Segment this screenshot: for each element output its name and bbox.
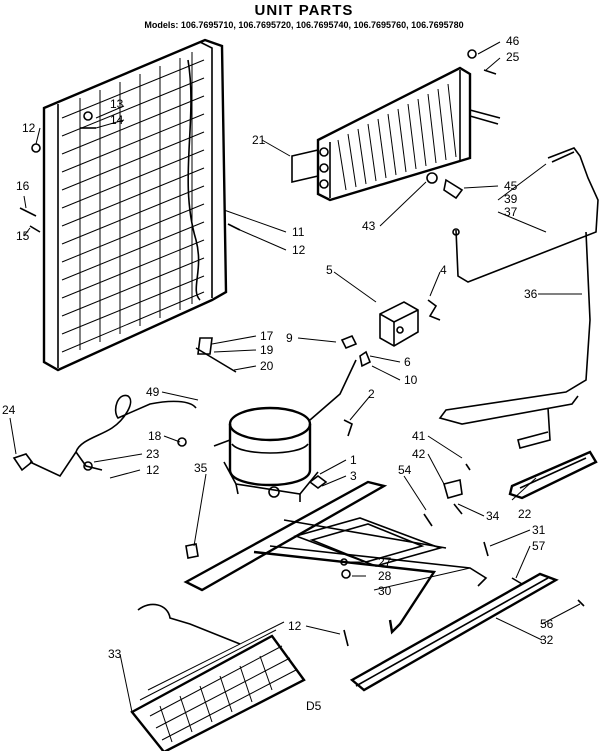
tube-part <box>452 147 599 283</box>
condenser-part <box>42 38 228 372</box>
callout-28: 28 <box>378 569 392 583</box>
callout-23: 23 <box>146 447 160 461</box>
callout-57: 57 <box>532 539 546 553</box>
callout-46: 46 <box>506 34 520 48</box>
callout-1: 1 <box>350 453 357 467</box>
callout-20: 20 <box>260 359 274 373</box>
callout-12-condenser: 12 <box>292 243 306 257</box>
callout-45: 45 <box>504 179 518 193</box>
footer-code: D5 <box>306 699 322 713</box>
bottom-coil-part <box>130 603 306 751</box>
callout-14: 14 <box>110 113 124 127</box>
callout-12-base: 12 <box>288 619 302 633</box>
callout-24: 24 <box>2 403 16 417</box>
callout-31: 31 <box>532 523 546 537</box>
callout-11: 11 <box>292 225 305 239</box>
evaporator-part <box>291 66 501 202</box>
page-title: UNIT PARTS <box>254 2 354 19</box>
callout-43: 43 <box>362 219 376 233</box>
small-hardware <box>19 49 585 647</box>
callout-42: 42 <box>412 447 426 461</box>
callout-15: 15 <box>16 229 30 243</box>
base-rail-part <box>349 572 559 692</box>
callout-labels: 46 25 13 14 12 21 16 15 11 12 45 39 37 4… <box>2 34 554 713</box>
callout-41: 41 <box>412 429 426 443</box>
callout-3: 3 <box>350 469 357 483</box>
callout-16: 16 <box>16 179 30 193</box>
callout-12-cord: 12 <box>146 463 160 477</box>
callout-49: 49 <box>146 385 160 399</box>
callout-17: 17 <box>260 329 274 343</box>
callout-33: 33 <box>108 647 122 661</box>
callout-27: 27 <box>378 555 392 569</box>
base-frame-part <box>183 480 488 635</box>
callout-13: 13 <box>110 97 124 111</box>
callout-5: 5 <box>326 263 333 277</box>
compressor-part <box>213 359 357 502</box>
leader-lines <box>9 41 582 713</box>
callout-56: 56 <box>540 617 554 631</box>
callout-6: 6 <box>404 355 411 369</box>
callout-9: 9 <box>286 331 293 345</box>
capillary-tube-part <box>438 231 591 449</box>
callout-4: 4 <box>440 263 447 277</box>
callout-37: 37 <box>504 205 518 219</box>
callout-39: 39 <box>504 192 518 206</box>
callout-25: 25 <box>506 50 520 64</box>
callout-22: 22 <box>518 507 532 521</box>
callout-35: 35 <box>194 461 208 475</box>
callout-54: 54 <box>398 463 412 477</box>
callout-21: 21 <box>252 133 266 147</box>
callout-18: 18 <box>148 429 162 443</box>
drain-pan-part <box>508 450 598 500</box>
power-cord-part <box>12 394 197 478</box>
callout-12: 12 <box>22 121 36 135</box>
callout-34: 34 <box>486 509 500 523</box>
relay-part <box>379 299 441 347</box>
callout-36: 36 <box>524 287 538 301</box>
callout-10: 10 <box>404 373 418 387</box>
callout-2: 2 <box>368 387 375 401</box>
callout-32: 32 <box>540 633 554 647</box>
callout-30: 30 <box>378 584 392 598</box>
model-list: Models: 106.7695710, 106.7695720, 106.76… <box>144 20 464 30</box>
callout-19: 19 <box>260 343 274 357</box>
